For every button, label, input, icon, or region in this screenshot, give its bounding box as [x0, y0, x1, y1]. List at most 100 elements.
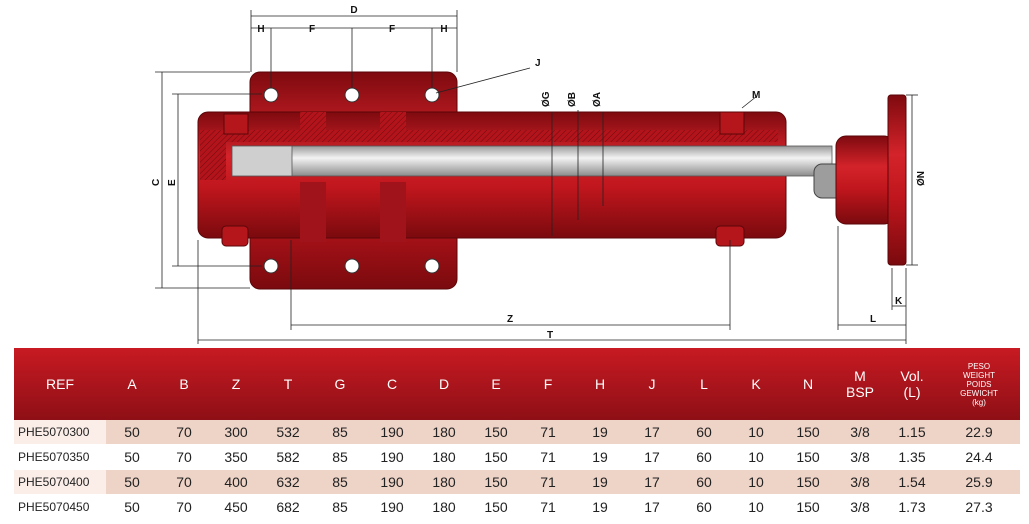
value-cell: 25.9 — [938, 469, 1020, 495]
label-A: ØA — [592, 92, 603, 107]
value-cell: 24.4 — [938, 444, 1020, 470]
collar-2 — [380, 112, 406, 136]
value-cell: 150 — [470, 444, 522, 470]
value-cell: 85 — [314, 469, 366, 495]
header-text: (kg) — [972, 397, 986, 407]
ref-cell: PHE5070450 — [14, 494, 106, 520]
header-cell: N — [782, 348, 834, 420]
value-cell: 450 — [210, 494, 262, 520]
header-cell: Z — [210, 348, 262, 420]
collar-3 — [300, 182, 326, 242]
port-right-top — [719, 111, 745, 135]
header-text: L — [700, 376, 708, 392]
header-text: D — [438, 376, 450, 392]
value-cell: 17 — [626, 494, 678, 520]
value-cell: 150 — [782, 494, 834, 520]
label-B: ØB — [567, 92, 578, 107]
value-cell: 180 — [418, 494, 470, 520]
port-left-bottom — [221, 225, 249, 247]
value-cell: 3/8 — [834, 444, 886, 470]
value-cell: 150 — [470, 469, 522, 495]
value-cell: 70 — [158, 494, 210, 520]
header-cell: Vol.(L) — [886, 348, 938, 420]
cylinder-drawing: D H F F H J ØG ØB ØA M C E ØN K L Z T — [151, 5, 927, 344]
value-cell: 85 — [314, 444, 366, 470]
header-text: B — [179, 376, 189, 392]
header-text: Z — [231, 376, 241, 392]
header-text: POIDS — [966, 379, 992, 389]
value-cell: 180 — [418, 444, 470, 470]
header-text: E — [491, 376, 501, 392]
header-text: Vol. — [900, 368, 924, 384]
header-text: F — [543, 376, 553, 392]
value-cell: 19 — [574, 444, 626, 470]
value-cell: 3/8 — [834, 420, 886, 445]
value-cell: 17 — [626, 444, 678, 470]
header-cell: T — [262, 348, 314, 420]
value-cell: 150 — [782, 444, 834, 470]
value-cell: 682 — [262, 494, 314, 520]
value-cell: 71 — [522, 420, 574, 445]
value-cell: 632 — [262, 469, 314, 495]
section-hatch-top — [203, 130, 778, 142]
value-cell: 3/8 — [834, 494, 886, 520]
value-cell: 180 — [418, 469, 470, 495]
header-text: H — [594, 376, 606, 392]
header-cell: H — [574, 348, 626, 420]
header-text: A — [127, 376, 137, 392]
rod-eye — [835, 135, 895, 225]
header-text: PESO — [967, 361, 991, 371]
value-cell: 71 — [522, 444, 574, 470]
label-H-left: H — [257, 24, 264, 35]
value-cell: 190 — [366, 469, 418, 495]
value-cell: 180 — [418, 420, 470, 445]
value-cell: 60 — [678, 420, 730, 445]
header-cell: J — [626, 348, 678, 420]
end-flange — [887, 94, 907, 266]
value-cell: 190 — [366, 420, 418, 445]
dimension-lines — [155, 10, 918, 344]
value-cell: 150 — [470, 420, 522, 445]
header-cell: L — [678, 348, 730, 420]
value-cell: 17 — [626, 420, 678, 445]
header-text: C — [386, 376, 398, 392]
header-text: BSP — [845, 384, 874, 400]
label-C: C — [151, 179, 162, 186]
value-cell: 19 — [574, 469, 626, 495]
header-text: J — [648, 376, 656, 392]
value-cell: 532 — [262, 420, 314, 445]
value-cell: 17 — [626, 469, 678, 495]
value-cell: 400 — [210, 469, 262, 495]
ref-cell: PHE5070350 — [14, 444, 106, 470]
value-cell: 22.9 — [938, 420, 1020, 445]
plate-holes — [263, 87, 440, 274]
value-cell: 27.3 — [938, 494, 1020, 520]
value-cell: 150 — [782, 420, 834, 445]
value-cell: 190 — [366, 494, 418, 520]
label-E: E — [167, 179, 178, 186]
value-cell: 50 — [106, 444, 158, 470]
label-G: ØG — [541, 91, 552, 107]
label-Z: Z — [507, 314, 513, 325]
value-cell: 19 — [574, 420, 626, 445]
value-cell: 60 — [678, 494, 730, 520]
label-L: L — [870, 314, 876, 325]
collar-4 — [380, 182, 406, 242]
value-cell: 3/8 — [834, 469, 886, 495]
value-cell: 1.73 — [886, 494, 938, 520]
label-F-right: F — [389, 24, 395, 35]
value-cell: 350 — [210, 444, 262, 470]
header-text: GEWICHT — [960, 388, 998, 398]
value-cell: 150 — [470, 494, 522, 520]
label-D: D — [350, 5, 357, 16]
value-cell: 10 — [730, 494, 782, 520]
header-cell: B — [158, 348, 210, 420]
header-text: N — [802, 376, 814, 392]
label-H-right: H — [440, 24, 447, 35]
header-cell: REF — [14, 348, 106, 420]
ref-cell: PHE5070400 — [14, 469, 106, 495]
